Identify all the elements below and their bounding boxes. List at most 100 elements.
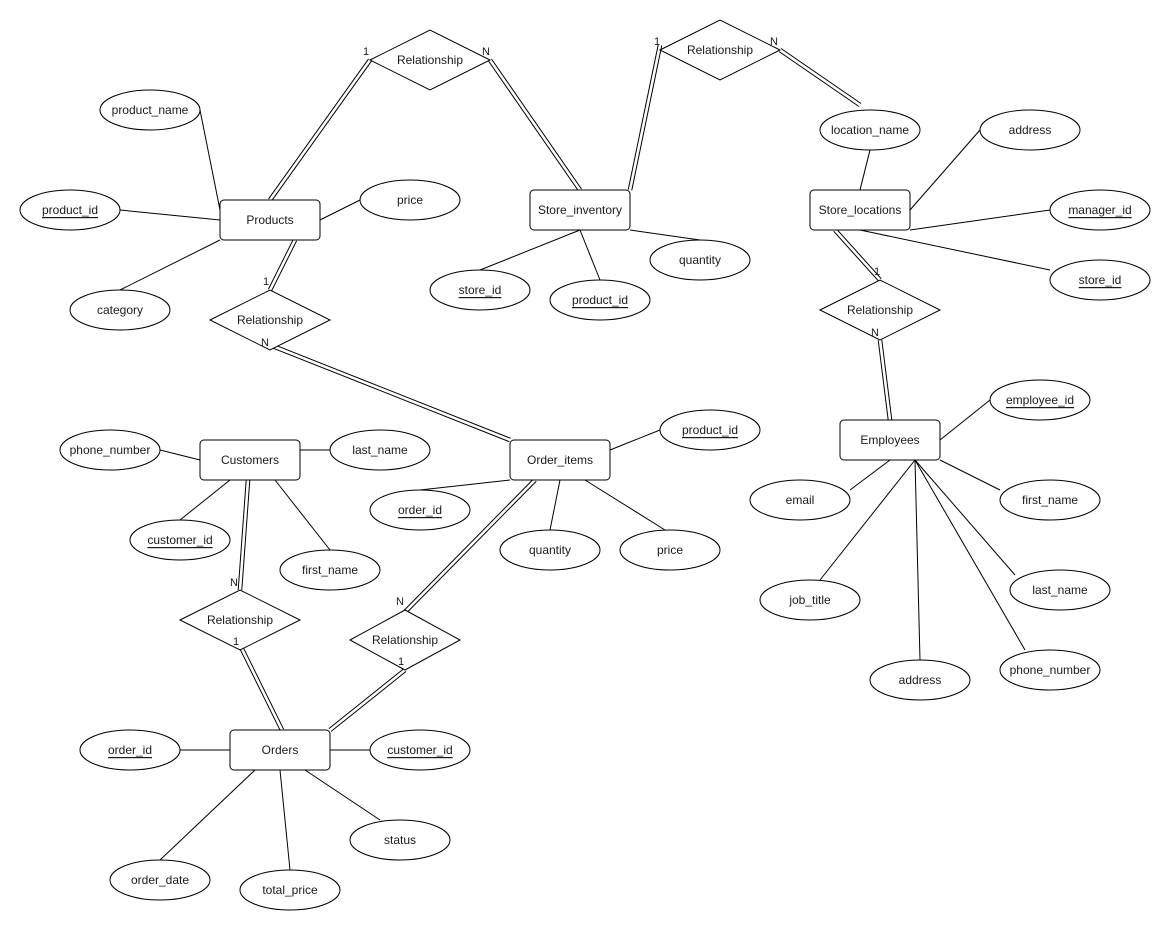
attribute-link-a-phone-number-1 xyxy=(159,449,201,461)
attribute-link-a-price-1 xyxy=(319,199,361,221)
connector-line-b xyxy=(881,339,893,420)
attribute-label: product_name xyxy=(112,103,189,117)
entity-box xyxy=(219,199,321,241)
attribute-link-a-job-title xyxy=(819,459,916,581)
attribute-category[interactable]: category xyxy=(69,289,171,331)
relationship-connector xyxy=(328,668,407,732)
connector-line-a xyxy=(268,58,369,200)
attribute-label: location_name xyxy=(831,123,909,137)
attribute-ellipse xyxy=(499,529,601,571)
relationship-r4[interactable]: Relationship xyxy=(818,279,942,341)
entity-store-inventory[interactable]: Store_inventory xyxy=(529,189,631,231)
entity-box xyxy=(839,419,941,461)
relationship-r1[interactable]: Relationship xyxy=(368,29,492,91)
cardinality-label: N xyxy=(770,36,778,48)
attribute-product-id-2[interactable]: product_id xyxy=(549,279,651,321)
attribute-employee-id[interactable]: employee_id xyxy=(989,379,1091,421)
attribute-link-a-product-id-1 xyxy=(119,209,221,221)
connector-line-b xyxy=(330,671,407,732)
attribute-label: status xyxy=(384,833,416,847)
key-attribute-label: store_id xyxy=(459,283,502,297)
attribute-link-a-customer-id-1 xyxy=(179,479,231,521)
entity-products[interactable]: Products xyxy=(219,199,321,241)
entity-label: Store_inventory xyxy=(538,203,622,217)
attribute-ellipse xyxy=(329,429,431,471)
relationship-diamond xyxy=(348,609,462,671)
attribute-link-a-email xyxy=(849,459,891,491)
connector-line-a xyxy=(627,44,659,190)
attribute-link-a-first-name-1 xyxy=(274,479,331,551)
attribute-order-date[interactable]: order_date xyxy=(109,859,211,901)
attribute-customer-id-2[interactable]: customer_id xyxy=(369,729,471,771)
attribute-status[interactable]: status xyxy=(349,819,451,861)
connector-layer xyxy=(119,44,1051,871)
attribute-phone-number-2[interactable]: phone_number xyxy=(999,649,1101,691)
relationship-r5[interactable]: Relationship xyxy=(178,589,302,651)
relationship-label: Relationship xyxy=(397,53,463,67)
attribute-product-id-3[interactable]: product_id xyxy=(659,409,761,451)
cardinality-label: 1 xyxy=(874,266,880,278)
attribute-price-2[interactable]: price xyxy=(619,529,721,571)
attribute-quantity-2[interactable]: quantity xyxy=(499,529,601,571)
connector-line-a xyxy=(403,478,535,612)
relationship-r3[interactable]: Relationship xyxy=(208,289,332,351)
attribute-order-id-1[interactable]: order_id xyxy=(369,489,471,531)
key-attribute-label: manager_id xyxy=(1068,203,1131,217)
cardinality-label: 1 xyxy=(263,276,269,288)
attribute-product-id-1[interactable]: product_id xyxy=(19,189,121,231)
entity-orders[interactable]: Orders xyxy=(229,729,331,771)
entity-order-items[interactable]: Order_items xyxy=(509,439,611,481)
attribute-link-a-address-1 xyxy=(909,129,981,211)
cardinality-label: 1 xyxy=(363,46,369,58)
relationship-diamond xyxy=(658,19,782,81)
relationship-r2[interactable]: Relationship xyxy=(658,19,782,81)
entity-employees[interactable]: Employees xyxy=(839,419,941,461)
attribute-ellipse xyxy=(819,109,921,151)
attribute-order-id-2[interactable]: order_id xyxy=(79,729,181,771)
relationship-label: Relationship xyxy=(372,633,438,647)
attribute-first-name-1[interactable]: first_name xyxy=(279,549,381,591)
attribute-product-name[interactable]: product_name xyxy=(99,89,201,131)
connector-line-b xyxy=(491,58,582,190)
attribute-link-a-store-id-2 xyxy=(859,229,1051,271)
relationship-r6[interactable]: Relationship xyxy=(348,609,462,671)
entity-label: Employees xyxy=(860,433,919,447)
attribute-store-id-1[interactable]: store_id xyxy=(429,269,531,311)
attribute-link-a-first-name-2 xyxy=(939,459,1001,491)
attribute-address-1[interactable]: address xyxy=(979,109,1081,151)
attribute-ellipse xyxy=(129,519,231,561)
attribute-last-name-1[interactable]: last_name xyxy=(329,429,431,471)
entity-box xyxy=(509,439,611,481)
entity-store-locations[interactable]: Store_locations xyxy=(809,189,911,231)
attribute-location-name[interactable]: location_name xyxy=(819,109,921,151)
connector-line-b xyxy=(835,228,882,280)
attribute-store-id-2[interactable]: store_id xyxy=(1049,259,1151,301)
attribute-last-name-2[interactable]: last_name xyxy=(1009,569,1111,611)
attribute-email[interactable]: email xyxy=(749,479,851,521)
relationship-connector xyxy=(268,58,372,202)
attribute-manager-id[interactable]: manager_id xyxy=(1049,189,1151,231)
entity-customers[interactable]: Customers xyxy=(199,439,301,481)
attribute-quantity-1[interactable]: quantity xyxy=(649,239,751,281)
attribute-ellipse xyxy=(349,819,451,861)
attribute-ellipse xyxy=(59,429,161,471)
relationship-connector xyxy=(269,342,511,443)
relationship-diamond xyxy=(368,29,492,91)
attribute-address-2[interactable]: address xyxy=(869,659,971,701)
relationship-label: Relationship xyxy=(687,43,753,57)
attribute-first-name-2[interactable]: first_name xyxy=(999,479,1101,521)
attribute-price-1[interactable]: price xyxy=(359,179,461,221)
attribute-total-price[interactable]: total_price xyxy=(239,869,341,911)
attribute-ellipse xyxy=(619,529,721,571)
attribute-phone-number-1[interactable]: phone_number xyxy=(59,429,161,471)
attribute-job-title[interactable]: job_title xyxy=(759,579,861,621)
attribute-ellipse xyxy=(369,489,471,531)
entity-label: Store_locations xyxy=(819,203,902,217)
connector-line-a xyxy=(237,645,281,732)
entity-box xyxy=(529,189,631,231)
attribute-customer-id-1[interactable]: customer_id xyxy=(129,519,231,561)
shape-layer: Products Store_inventory Store_locationsCu… xyxy=(19,19,1151,911)
relationship-label: Relationship xyxy=(847,303,913,317)
attribute-link-a-location-name xyxy=(859,149,871,191)
